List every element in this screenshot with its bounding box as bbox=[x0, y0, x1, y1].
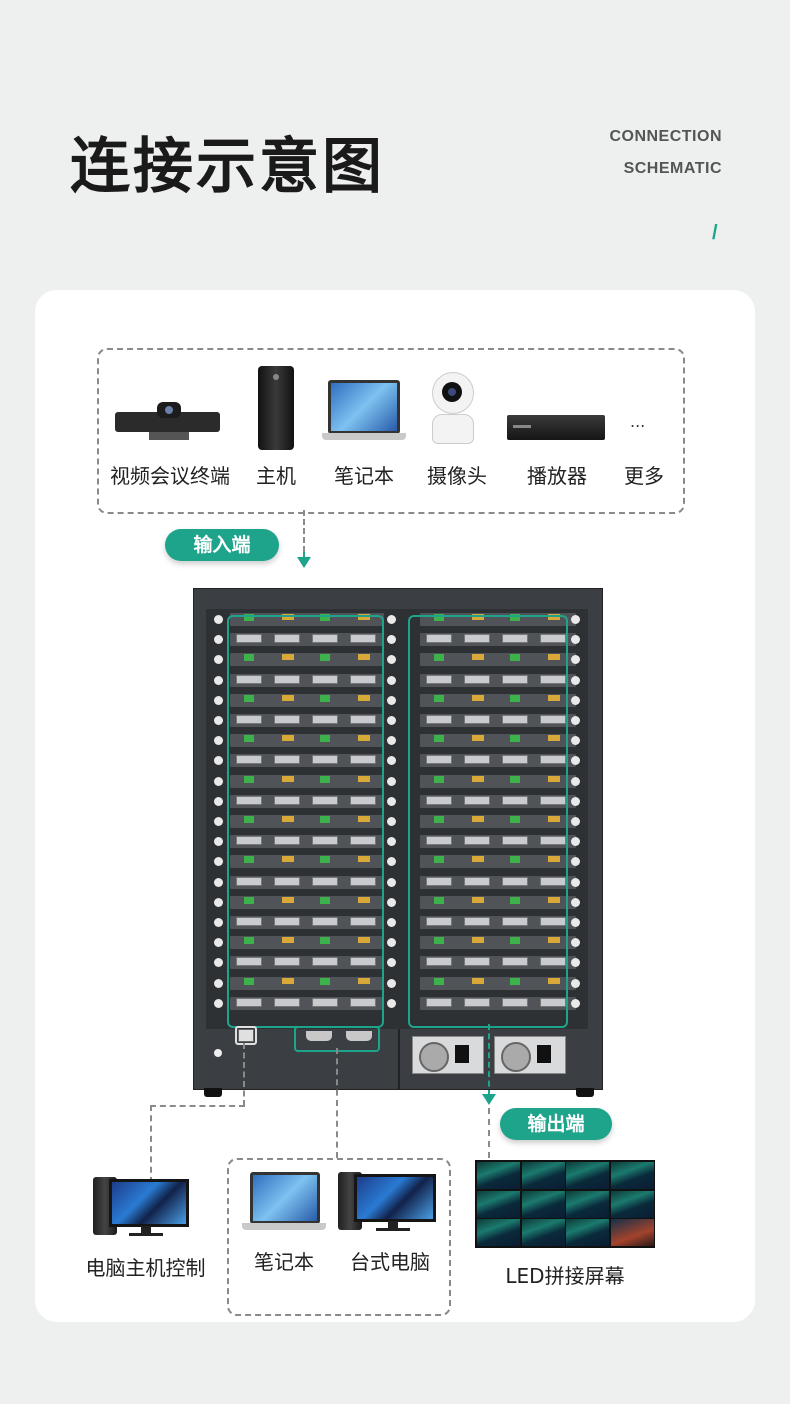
chassis-foot-right bbox=[576, 1088, 594, 1097]
led-tile bbox=[566, 1162, 609, 1189]
led-tile bbox=[522, 1219, 565, 1246]
led-tile bbox=[477, 1191, 520, 1218]
input-badge: 输入端 bbox=[165, 529, 279, 561]
led-wall-label: LED拼接屏幕 bbox=[490, 1260, 640, 1289]
led-tile bbox=[611, 1191, 654, 1218]
output-badge: 输出端 bbox=[500, 1108, 612, 1140]
lan-port-highlight bbox=[235, 1026, 257, 1045]
device-label-host: 主机 bbox=[246, 460, 306, 489]
screw-icon bbox=[571, 696, 580, 705]
screw-icon bbox=[387, 615, 396, 624]
screw-icon bbox=[571, 777, 580, 786]
desktop-pc-label: 台式电脑 bbox=[342, 1246, 438, 1275]
subtitle-schematic: SCHEMATIC bbox=[624, 160, 722, 178]
fan-icon bbox=[419, 1042, 449, 1072]
power-socket-icon bbox=[455, 1045, 469, 1063]
more-icon: ... bbox=[630, 412, 645, 431]
control-laptop-label: 笔记本 bbox=[244, 1246, 324, 1275]
device-label-camera: 摄像头 bbox=[418, 460, 496, 489]
page-title: 连接示意图 bbox=[70, 118, 385, 205]
screw-icon bbox=[387, 777, 396, 786]
screw-icon bbox=[214, 777, 223, 786]
input-dashed-line bbox=[303, 510, 305, 552]
screw-icon bbox=[214, 615, 223, 624]
pc-control-label: 电脑主机控制 bbox=[78, 1252, 213, 1281]
screw-icon bbox=[571, 716, 580, 725]
screw-icon bbox=[571, 878, 580, 887]
pc-tower-icon bbox=[258, 366, 294, 450]
screw-icon bbox=[214, 999, 223, 1008]
screw-icon bbox=[387, 676, 396, 685]
power-supply-2 bbox=[494, 1036, 566, 1074]
screw-icon bbox=[387, 797, 396, 806]
screw-icon bbox=[214, 918, 223, 927]
decor-slash: / bbox=[712, 222, 718, 245]
lan-dashed-line-v bbox=[243, 1043, 245, 1106]
led-tile bbox=[611, 1219, 654, 1246]
serial-dashed-line bbox=[336, 1048, 338, 1158]
screw-icon bbox=[387, 716, 396, 725]
screw-icon bbox=[387, 878, 396, 887]
screw-icon bbox=[571, 676, 580, 685]
screw-icon bbox=[214, 979, 223, 988]
camera-icon bbox=[428, 372, 476, 444]
screw-icon bbox=[387, 696, 396, 705]
laptop-icon bbox=[322, 380, 406, 442]
device-label-video-conference: 视频会议终端 bbox=[105, 460, 235, 489]
screw-icon bbox=[387, 817, 396, 826]
led-tile bbox=[566, 1219, 609, 1246]
led-tile bbox=[477, 1162, 520, 1189]
screw-icon bbox=[387, 979, 396, 988]
screw-icon bbox=[571, 797, 580, 806]
output-teal-line bbox=[488, 1024, 490, 1096]
screw-icon bbox=[214, 817, 223, 826]
lan-dashed-line-h bbox=[150, 1105, 245, 1107]
screw-icon bbox=[571, 999, 580, 1008]
fan-icon bbox=[501, 1042, 531, 1072]
video-conference-icon bbox=[115, 400, 220, 442]
led-tile bbox=[477, 1219, 520, 1246]
led-video-wall-icon bbox=[475, 1160, 655, 1248]
desktop-pc-icon bbox=[338, 1170, 438, 1240]
output-dashed-line bbox=[488, 1108, 490, 1158]
device-label-more: 更多 bbox=[612, 460, 676, 489]
led-tile bbox=[522, 1162, 565, 1189]
screw-icon bbox=[571, 979, 580, 988]
led-tile bbox=[611, 1162, 654, 1189]
screw-icon bbox=[214, 797, 223, 806]
power-socket-icon bbox=[537, 1045, 551, 1063]
screw-icon bbox=[214, 878, 223, 887]
device-label-player: 播放器 bbox=[518, 460, 596, 489]
screw-icon bbox=[571, 615, 580, 624]
screw-icon bbox=[214, 898, 223, 907]
led-tile bbox=[522, 1191, 565, 1218]
power-supply-1 bbox=[412, 1036, 484, 1074]
input-arrow-icon bbox=[297, 557, 311, 568]
screw-icon bbox=[571, 898, 580, 907]
screw-icon bbox=[214, 676, 223, 685]
screw-icon bbox=[387, 918, 396, 927]
screw-icon bbox=[214, 716, 223, 725]
lan-dashed-line-down bbox=[150, 1105, 152, 1183]
screw-icon bbox=[571, 817, 580, 826]
power-button-icon bbox=[214, 1049, 222, 1057]
subtitle-connection: CONNECTION bbox=[609, 128, 722, 146]
led-tile bbox=[566, 1191, 609, 1218]
screw-icon bbox=[387, 898, 396, 907]
output-cards-highlight bbox=[408, 615, 568, 1028]
pc-host-icon bbox=[93, 1175, 193, 1245]
control-laptop-icon bbox=[242, 1172, 326, 1234]
screw-icon bbox=[571, 918, 580, 927]
output-arrow-icon bbox=[482, 1094, 496, 1105]
player-icon bbox=[507, 415, 605, 440]
input-cards-highlight bbox=[227, 615, 384, 1028]
screw-icon bbox=[214, 696, 223, 705]
chassis-foot-left bbox=[204, 1088, 222, 1097]
bottom-panel-divider bbox=[398, 1029, 400, 1089]
device-label-laptop: 笔记本 bbox=[322, 460, 406, 489]
screw-icon bbox=[387, 999, 396, 1008]
